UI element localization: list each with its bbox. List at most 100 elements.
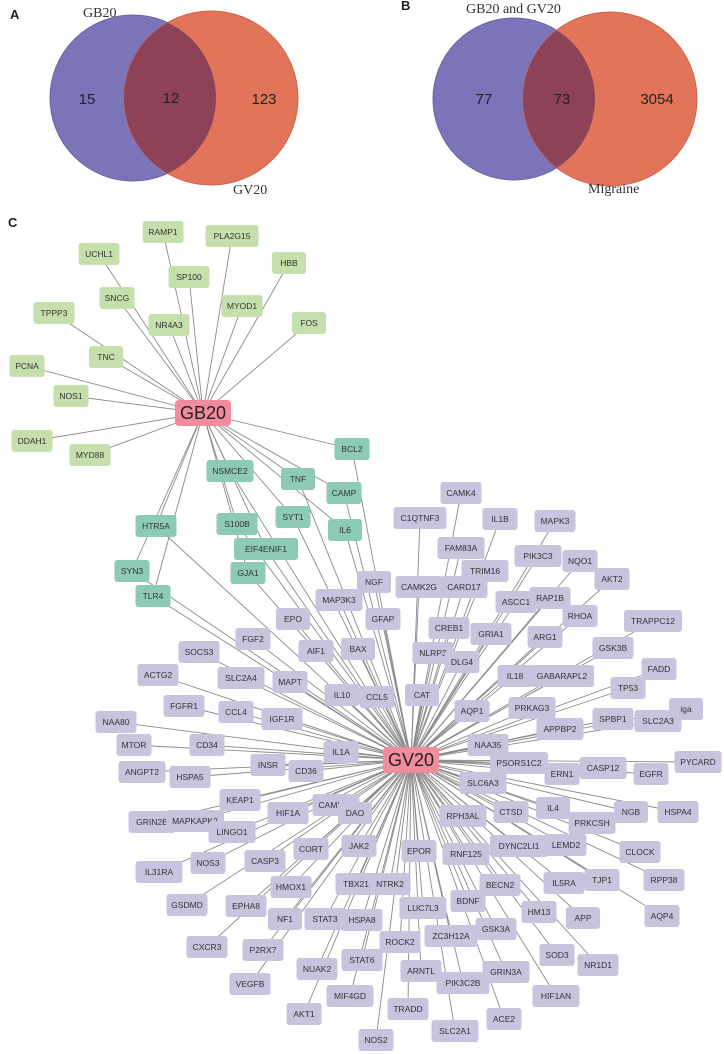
gene-node-ramp1[interactable]: RAMP1 bbox=[142, 221, 184, 243]
hub-node-gb20[interactable]: GB20 bbox=[175, 400, 231, 426]
gene-node-eif4enif1[interactable]: EIF4ENIF1 bbox=[234, 538, 298, 560]
gene-node-syn3[interactable]: SYN3 bbox=[114, 560, 150, 582]
gene-node-ngf[interactable]: NGF bbox=[357, 571, 391, 593]
gene-node-bcl2[interactable]: BCL2 bbox=[334, 438, 370, 460]
gene-node-pcna[interactable]: PCNA bbox=[9, 355, 45, 377]
gene-node-naa80[interactable]: NAA80 bbox=[95, 711, 137, 733]
gene-node-socs3[interactable]: SOCS3 bbox=[178, 641, 220, 663]
gene-node-creb1[interactable]: CREB1 bbox=[428, 617, 470, 639]
gene-node-aif1[interactable]: AIF1 bbox=[298, 640, 334, 662]
gene-node-cd34[interactable]: CD34 bbox=[189, 734, 225, 756]
gene-node-cat[interactable]: CAT bbox=[405, 684, 439, 706]
gene-node-ntrk2[interactable]: NTRK2 bbox=[369, 873, 411, 895]
gene-node-tnf[interactable]: TNF bbox=[281, 468, 315, 490]
gene-node-p2rx7[interactable]: P2RX7 bbox=[242, 939, 284, 961]
gene-node-stat6[interactable]: STAT6 bbox=[341, 949, 383, 971]
gene-node-rap1b[interactable]: RAP1B bbox=[529, 587, 571, 609]
gene-node-ccl5[interactable]: CCL5 bbox=[359, 686, 395, 708]
gene-node-tlr4[interactable]: TLR4 bbox=[135, 585, 171, 607]
gene-node-akt2[interactable]: AKT2 bbox=[594, 568, 630, 590]
gene-node-tjp1[interactable]: TJP1 bbox=[584, 869, 620, 891]
gene-node-sp100[interactable]: SP100 bbox=[168, 266, 210, 288]
gene-node-fgfr1[interactable]: FGFR1 bbox=[163, 695, 205, 717]
gene-node-tnc[interactable]: TNC bbox=[89, 346, 123, 368]
gene-node-rock2[interactable]: ROCK2 bbox=[379, 931, 421, 953]
gene-node-slc2a3[interactable]: SLC2A3 bbox=[634, 710, 682, 732]
gene-node-nos2[interactable]: NOS2 bbox=[358, 1029, 394, 1051]
gene-node-zc3h12a[interactable]: ZC3H12A bbox=[424, 925, 478, 947]
gene-node-cort[interactable]: CORT bbox=[293, 838, 329, 860]
gene-node-map3k3[interactable]: MAP3K3 bbox=[315, 589, 363, 611]
hub-node-gv20[interactable]: GV20 bbox=[383, 747, 439, 773]
gene-node-hspa5[interactable]: HSPA5 bbox=[169, 766, 211, 788]
gene-node-rhoa[interactable]: RHOA bbox=[562, 605, 598, 627]
gene-node-pik3c2b[interactable]: PIK3C2B bbox=[436, 972, 490, 994]
gene-node-nqo1[interactable]: NQO1 bbox=[562, 550, 598, 572]
gene-node-pla2g15[interactable]: PLA2G15 bbox=[205, 225, 259, 247]
gene-node-htr5a[interactable]: HTR5A bbox=[135, 515, 177, 537]
gene-node-cd36[interactable]: CD36 bbox=[288, 760, 324, 782]
gene-node-il1b[interactable]: IL1B bbox=[482, 508, 518, 530]
gene-node-keap1[interactable]: KEAP1 bbox=[219, 789, 261, 811]
gene-node-tbx21[interactable]: TBX21 bbox=[335, 873, 377, 895]
gene-node-ern1[interactable]: ERN1 bbox=[544, 763, 580, 785]
gene-node-epha8[interactable]: EPHA8 bbox=[225, 895, 267, 917]
gene-node-ngb[interactable]: NGB bbox=[614, 801, 648, 823]
gene-node-tppp3[interactable]: TPPP3 bbox=[33, 302, 75, 324]
gene-node-camk2g[interactable]: CAMK2G bbox=[395, 576, 443, 598]
gene-node-arg1[interactable]: ARG1 bbox=[527, 626, 563, 648]
gene-node-gsk3a[interactable]: GSK3A bbox=[475, 918, 517, 940]
gene-node-nlrp3[interactable]: NLRP3 bbox=[412, 642, 454, 664]
gene-node-nsmce2[interactable]: NSMCE2 bbox=[206, 460, 254, 482]
gene-node-gfap[interactable]: GFAP bbox=[365, 608, 401, 630]
gene-node-slc2a1[interactable]: SLC2A1 bbox=[431, 1020, 479, 1042]
gene-node-tp53[interactable]: TP53 bbox=[610, 677, 646, 699]
gene-node-fam83a[interactable]: FAM83A bbox=[437, 537, 485, 559]
gene-node-aqp4[interactable]: AQP4 bbox=[644, 905, 680, 927]
gene-node-pycard[interactable]: PYCARD bbox=[674, 751, 722, 773]
gene-node-prkag3[interactable]: PRKAG3 bbox=[508, 697, 556, 719]
gene-node-stat3[interactable]: STAT3 bbox=[304, 908, 346, 930]
gene-node-gria1[interactable]: GRIA1 bbox=[470, 623, 512, 645]
gene-node-camk4[interactable]: CAMK4 bbox=[440, 482, 482, 504]
gene-node-hbb[interactable]: HBB bbox=[272, 252, 306, 274]
gene-node-ascc1[interactable]: ASCC1 bbox=[495, 591, 537, 613]
gene-node-trappc12[interactable]: TRAPPC12 bbox=[624, 610, 682, 632]
gene-node-s100b[interactable]: S100B bbox=[216, 513, 258, 535]
gene-node-il1a[interactable]: IL1A bbox=[323, 741, 359, 763]
gene-node-mapk3[interactable]: MAPK3 bbox=[534, 510, 576, 532]
gene-node-rpp38[interactable]: RPP38 bbox=[643, 869, 685, 891]
gene-node-rnf125[interactable]: RNF125 bbox=[442, 843, 490, 865]
gene-node-prkcsh[interactable]: PRKCSH bbox=[568, 812, 616, 834]
gene-node-il6[interactable]: IL6 bbox=[328, 519, 362, 541]
gene-node-ddah1[interactable]: DDAH1 bbox=[11, 430, 53, 452]
gene-node-insr[interactable]: INSR bbox=[250, 754, 286, 776]
gene-node-il31ra[interactable]: IL31RA bbox=[135, 861, 183, 883]
gene-node-il18[interactable]: IL18 bbox=[497, 665, 533, 687]
gene-node-slc2a4[interactable]: SLC2A4 bbox=[217, 667, 265, 689]
gene-node-nr1d1[interactable]: NR1D1 bbox=[577, 954, 619, 976]
gene-node-ace2[interactable]: ACE2 bbox=[486, 1008, 522, 1030]
gene-node-lemd2[interactable]: LEMD2 bbox=[545, 834, 587, 856]
gene-node-slc6a3[interactable]: SLC6A3 bbox=[459, 772, 507, 794]
gene-node-lingo1[interactable]: LINGO1 bbox=[208, 821, 256, 843]
gene-node-mtor[interactable]: MTOR bbox=[116, 734, 152, 756]
gene-node-nos3[interactable]: NOS3 bbox=[190, 852, 226, 874]
gene-node-clock[interactable]: CLOCK bbox=[619, 841, 661, 863]
gene-node-ctsd[interactable]: CTSD bbox=[493, 801, 529, 823]
gene-node-c1qtnf3[interactable]: C1QTNF3 bbox=[393, 507, 447, 529]
gene-node-bax[interactable]: BAX bbox=[341, 638, 375, 660]
gene-node-becn2[interactable]: BECN2 bbox=[479, 874, 521, 896]
gene-node-cxcr3[interactable]: CXCR3 bbox=[186, 936, 228, 958]
gene-node-vegfb[interactable]: VEGFB bbox=[229, 973, 271, 995]
gene-node-akt1[interactable]: AKT1 bbox=[286, 1003, 322, 1025]
gene-node-rph3al[interactable]: RPH3AL bbox=[439, 805, 487, 827]
gene-node-gja1[interactable]: GJA1 bbox=[230, 562, 266, 584]
gene-node-il10[interactable]: IL10 bbox=[324, 684, 360, 706]
gene-node-hif1a[interactable]: HIF1A bbox=[267, 802, 309, 824]
gene-node-fgf2[interactable]: FGF2 bbox=[235, 628, 271, 650]
gene-node-camp[interactable]: CAMP bbox=[326, 482, 362, 504]
gene-node-hm13[interactable]: HM13 bbox=[521, 901, 557, 923]
gene-node-pik3c3[interactable]: PIK3C3 bbox=[514, 545, 562, 567]
gene-node-nf1[interactable]: NF1 bbox=[268, 908, 302, 930]
